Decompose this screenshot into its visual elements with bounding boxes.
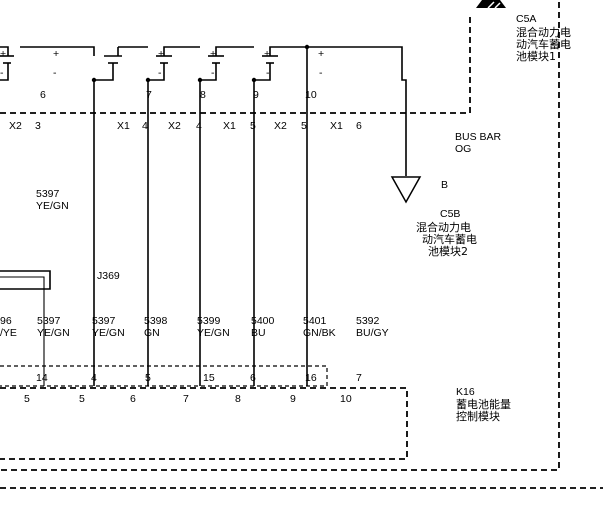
cell-minus-mark: - bbox=[319, 67, 323, 79]
k16-pin: 7 bbox=[183, 393, 189, 405]
inline-pin-top: 4 bbox=[91, 372, 97, 384]
wire-color: BU/GY bbox=[356, 327, 389, 339]
wire-circuit: 5392 bbox=[356, 315, 380, 327]
cell-minus-mark: - bbox=[158, 67, 162, 79]
bus-bar-terminal: B bbox=[441, 179, 448, 191]
wire-color: YE/GN bbox=[37, 327, 70, 339]
c5a-name-line-2: 动汽车蓄电 bbox=[516, 37, 571, 51]
k16-pin: 5 bbox=[24, 393, 30, 405]
c5a-name-line-3: 池模块1 bbox=[516, 50, 556, 63]
inline-pin-top: 16 bbox=[305, 372, 317, 384]
k16-pin: 10 bbox=[340, 393, 352, 405]
wire-color: GN/BK bbox=[303, 327, 336, 339]
inline-connector-boundary bbox=[0, 365, 328, 387]
connector-pin: 4 bbox=[142, 120, 148, 132]
inline-pin-top: 14 bbox=[36, 372, 48, 384]
cell-plus-mark: + bbox=[318, 48, 324, 60]
cell-plus-mark: + bbox=[210, 48, 216, 60]
connector-pin: 6 bbox=[356, 120, 362, 132]
wire-color: YE/GN bbox=[92, 327, 125, 339]
left-wire-circuit: 5397 bbox=[36, 188, 60, 200]
inline-pin-top: 7 bbox=[356, 372, 362, 384]
ground-hatch-symbol bbox=[476, 0, 506, 9]
wire-circuit: 5398 bbox=[144, 315, 168, 327]
c5b-name-line-1: 混合动力电 bbox=[416, 220, 471, 234]
k16-module-boundary bbox=[0, 387, 408, 460]
cell-minus-mark: - bbox=[211, 67, 215, 79]
cell-number: 10 bbox=[305, 89, 317, 101]
connector-pin: 5 bbox=[250, 120, 256, 132]
connector-label: X1 bbox=[223, 120, 236, 132]
c5b-name-line-2: 动汽车蓄电 bbox=[422, 232, 477, 246]
cell-number: 8 bbox=[200, 89, 206, 101]
cell-plus-mark: + bbox=[264, 48, 270, 60]
connector-label: X1 bbox=[117, 120, 130, 132]
vertical-wires bbox=[0, 47, 308, 386]
k16-name-line-2: 控制模块 bbox=[456, 409, 500, 423]
wire-circuit: 5397 bbox=[37, 315, 61, 327]
connector-label: X2 bbox=[274, 120, 287, 132]
wire-circuit: 5399 bbox=[197, 315, 221, 327]
cell-minus-mark: - bbox=[53, 67, 57, 79]
wire-color: GN bbox=[144, 327, 160, 339]
cell-minus-mark: - bbox=[0, 67, 4, 79]
wire-color: /YE bbox=[0, 327, 17, 339]
wire-circuit: 5401 bbox=[303, 315, 327, 327]
bus-bar-label: BUS BAR bbox=[455, 131, 502, 143]
cell-plus-mark: + bbox=[0, 48, 6, 60]
c5a-module-boundary bbox=[0, 17, 471, 114]
k16-pin: 5 bbox=[79, 393, 85, 405]
cell-minus-mark: - bbox=[266, 67, 270, 79]
connector-pin: 5 bbox=[301, 120, 307, 132]
cell-plus-mark: + bbox=[158, 48, 164, 60]
k16-pin: 6 bbox=[130, 393, 136, 405]
wire-circuit: 96 bbox=[0, 315, 12, 327]
c5b-name-line-3: 池模块2 bbox=[428, 245, 468, 258]
c5b-ref: C5B bbox=[440, 208, 460, 220]
bus-bar-color: OG bbox=[455, 143, 471, 155]
wire-circuit: 5400 bbox=[251, 315, 275, 327]
inline-pin-top: 6 bbox=[250, 372, 256, 384]
c5b-module-boundary bbox=[0, 2, 603, 489]
connector-label: X1 bbox=[330, 120, 343, 132]
battery-cell-chain bbox=[0, 44, 407, 176]
k16-pin: 9 bbox=[290, 393, 296, 405]
wire-color: YE/GN bbox=[197, 327, 230, 339]
splice-label: J369 bbox=[97, 270, 120, 282]
left-wire-color: YE/GN bbox=[36, 200, 69, 212]
wire-color: BU bbox=[251, 327, 266, 339]
connector-label: X2 bbox=[168, 120, 181, 132]
c5a-name-line-1: 混合动力电 bbox=[516, 25, 571, 39]
connector-pin: 3 bbox=[35, 120, 41, 132]
connector-label: X2 bbox=[9, 120, 22, 132]
k16-ref: K16 bbox=[456, 386, 475, 398]
inline-pin-top: 15 bbox=[203, 372, 215, 384]
cell-number: 6 bbox=[40, 89, 46, 101]
connector-pin: 4 bbox=[196, 120, 202, 132]
k16-name-line-1: 蓄电池能量 bbox=[456, 397, 511, 411]
c5a-ref: C5A bbox=[516, 13, 536, 25]
cell-plus-mark: + bbox=[53, 48, 59, 60]
cell-number: 9 bbox=[253, 89, 259, 101]
wire-circuit: 5397 bbox=[92, 315, 116, 327]
inline-pin-top: 5 bbox=[145, 372, 151, 384]
bus-bar-terminal-arrow bbox=[390, 176, 422, 204]
cell-number: 7 bbox=[146, 89, 152, 101]
k16-pin: 8 bbox=[235, 393, 241, 405]
